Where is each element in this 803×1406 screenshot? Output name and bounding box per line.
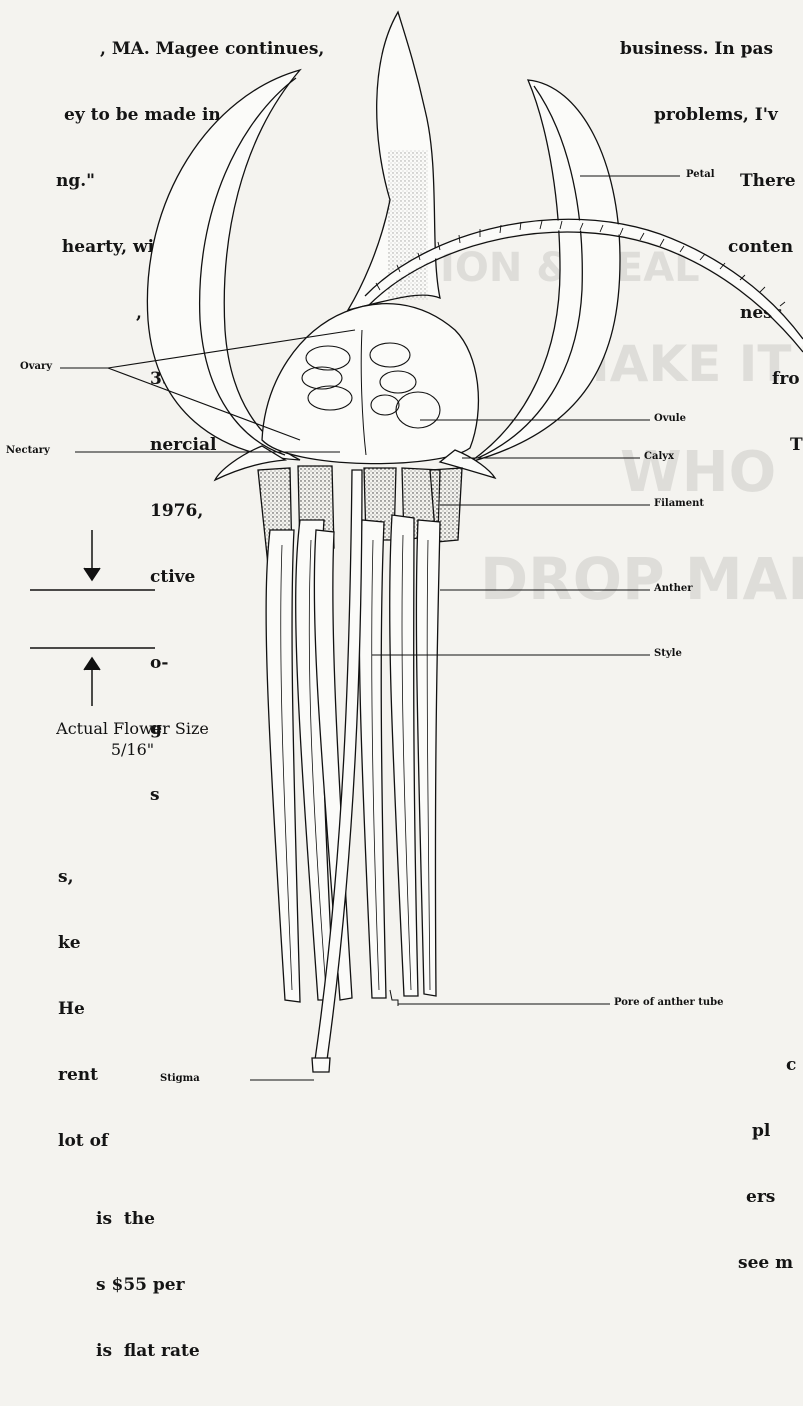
caption-line-2: 5/16" bbox=[30, 739, 235, 760]
label-petal: Petal bbox=[686, 169, 715, 180]
page: ION & REAL MAKE IT CAI WHO DROP MAI , MA… bbox=[0, 0, 803, 1092]
flower-diagram bbox=[0, 0, 803, 1092]
actual-size-indicator bbox=[30, 530, 155, 706]
label-stigma: Stigma bbox=[160, 1073, 200, 1084]
stigma bbox=[312, 1058, 330, 1072]
label-calyx: Calyx bbox=[644, 451, 674, 462]
right-line: see m bbox=[738, 1252, 796, 1274]
actual-size-caption: Actual Flower Size 5/16" bbox=[30, 718, 235, 760]
right-line: pl bbox=[752, 1120, 796, 1142]
caption-line-1: Actual Flower Size bbox=[30, 718, 235, 739]
label-nectary: Nectary bbox=[6, 445, 50, 456]
ovary bbox=[262, 304, 478, 464]
label-ovule: Ovule bbox=[654, 413, 686, 424]
label-ovary: Ovary bbox=[20, 361, 52, 372]
label-filament: Filament bbox=[654, 498, 704, 509]
petal-right bbox=[470, 80, 620, 462]
pore-notch bbox=[390, 990, 398, 1006]
label-pore-of-anther-tube: Pore of anther tube bbox=[614, 997, 723, 1008]
label-anther: Anther bbox=[654, 583, 693, 594]
label-style: Style bbox=[654, 648, 682, 659]
left-line: is flat rate bbox=[96, 1340, 200, 1362]
right-line: ers bbox=[746, 1186, 796, 1208]
